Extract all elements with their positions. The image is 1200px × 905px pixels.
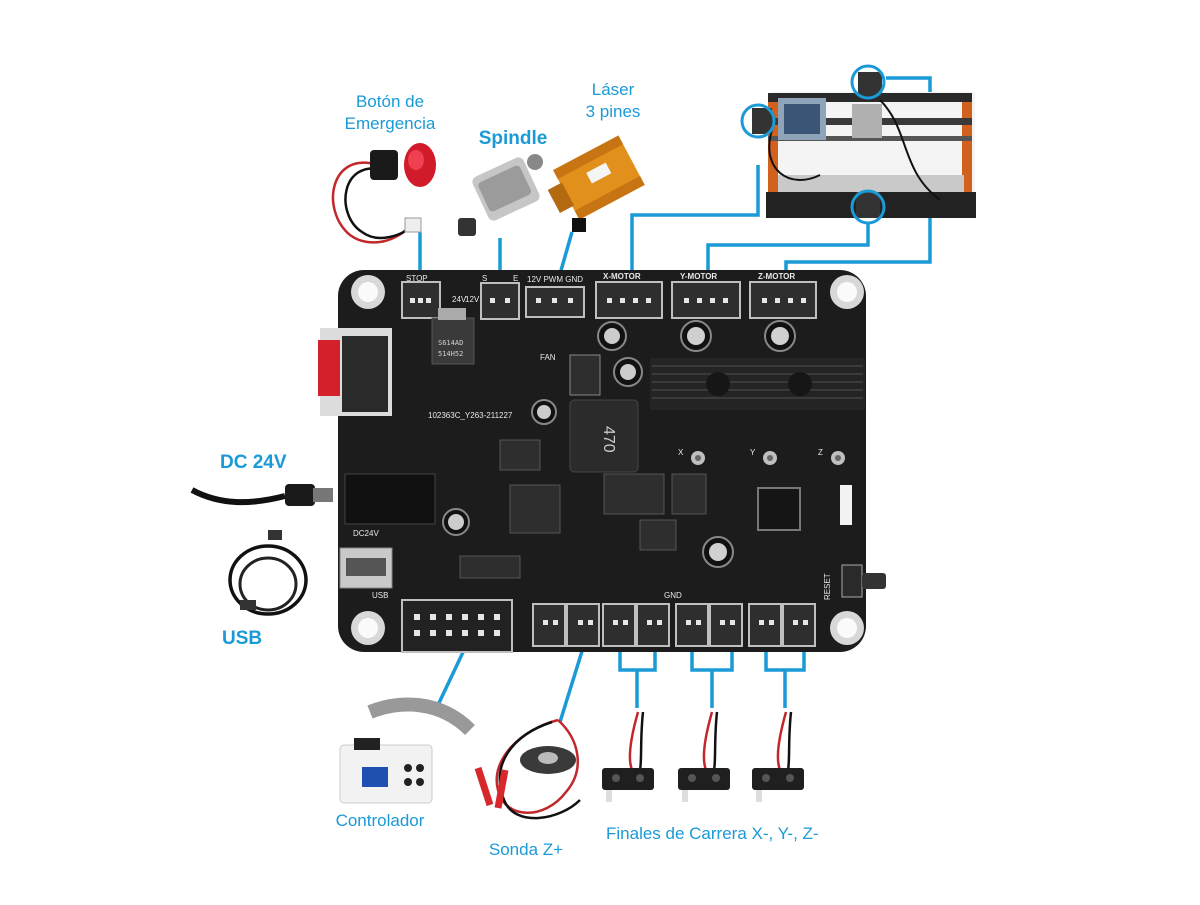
silk-board-id: 102363C_Y263-211227 — [428, 411, 513, 420]
stepper-drivers: X Y Z — [678, 448, 845, 465]
line-controller — [436, 647, 467, 706]
control-board: STOP S E 12V PWM GND X-MOTOR Y-MOTOR Z-M… — [318, 270, 886, 653]
y-motor-connector — [671, 281, 741, 319]
z-motor-connector — [749, 281, 817, 319]
inductor — [569, 399, 639, 473]
endstop-x-connector — [602, 603, 636, 647]
header-pins — [840, 485, 852, 525]
x-motor-highlight — [740, 103, 776, 139]
laser-label-line2: 3 pines — [585, 102, 641, 121]
bottom-connectors — [532, 603, 816, 647]
emergency-label-line2: Emergencia — [344, 114, 436, 133]
mounting-holes — [351, 275, 864, 645]
dc-label: DC 24V — [220, 452, 287, 473]
laser-label: Láser 3 pines — [565, 79, 661, 123]
laser-label-line1: Láser — [591, 80, 635, 99]
controller-pad-image — [339, 697, 475, 804]
silk-12v: 12V — [465, 295, 480, 304]
probe-image — [474, 718, 581, 820]
silk-gnd: GND — [664, 591, 682, 600]
controller-label: Controlador — [335, 811, 425, 830]
silk-z: Z — [818, 448, 823, 457]
endstop-x-image — [602, 711, 654, 802]
silk-y: Y — [750, 448, 756, 457]
reset-button — [841, 564, 863, 598]
microcontroller-chip — [757, 487, 801, 531]
svg-text:514H52: 514H52 — [438, 350, 463, 358]
spindle-motor-image — [458, 154, 543, 236]
x-motor-connector — [595, 281, 663, 319]
line-y-motor — [706, 222, 870, 282]
spindle-connector — [480, 282, 520, 320]
svg-text:S614AD: S614AD — [438, 339, 463, 347]
silk-24v: 24V — [452, 295, 467, 304]
emergency-label-line1: Botón de — [355, 92, 425, 111]
capacitors — [442, 320, 796, 568]
silk-z-motor: Z-MOTOR — [758, 272, 795, 281]
svg-text:470: 470 — [600, 426, 617, 453]
endstop-y-image — [678, 711, 730, 802]
controller-header — [401, 599, 513, 653]
probe-connector — [532, 603, 566, 647]
z-motor-highlight — [850, 64, 886, 100]
silk-x: X — [678, 448, 684, 457]
silk-spindle-e: E — [513, 274, 518, 283]
probe-label: Sonda Z+ — [488, 840, 564, 859]
emergency-button-image — [331, 143, 436, 244]
silk-fan: FAN — [540, 353, 556, 362]
silk-spindle: S — [482, 274, 487, 283]
voltage-regulator — [431, 317, 475, 365]
silk-reset: RESET — [823, 573, 832, 600]
fan-connector — [569, 354, 601, 396]
line-probe — [558, 647, 585, 723]
heatsink — [650, 358, 865, 410]
silk-dc24v: DC24V — [353, 529, 379, 538]
silk-y-motor: Y-MOTOR — [680, 272, 717, 281]
emergency-label: Botón de Emergencia — [330, 91, 450, 135]
power-switch — [318, 328, 392, 416]
y-motor-highlight — [850, 189, 886, 225]
silk-usb: USB — [372, 591, 388, 600]
dc-cable-image — [190, 484, 333, 506]
cnc-machine — [740, 64, 976, 225]
endstop-switches — [602, 711, 804, 802]
endstop-z-image — [752, 711, 804, 802]
spindle-label: Spindle — [478, 128, 548, 149]
stop-connector — [401, 281, 441, 319]
laser-module-image — [547, 135, 645, 232]
usb-cable-image — [228, 530, 308, 616]
silk-laser: 12V PWM GND — [527, 275, 583, 284]
dc-jack — [344, 473, 436, 525]
silk-stop: STOP — [406, 274, 428, 283]
endstop-y-connector — [675, 603, 709, 647]
line-x-motor — [630, 165, 760, 282]
connector-lines — [418, 76, 932, 723]
usb-label: USB — [222, 628, 263, 649]
endstops-label: Finales de Carrera X-, Y-, Z- — [606, 824, 819, 843]
endstop-z-connector — [748, 603, 782, 647]
line-z-motor — [784, 76, 932, 282]
silk-x-motor: X-MOTOR — [603, 272, 641, 281]
